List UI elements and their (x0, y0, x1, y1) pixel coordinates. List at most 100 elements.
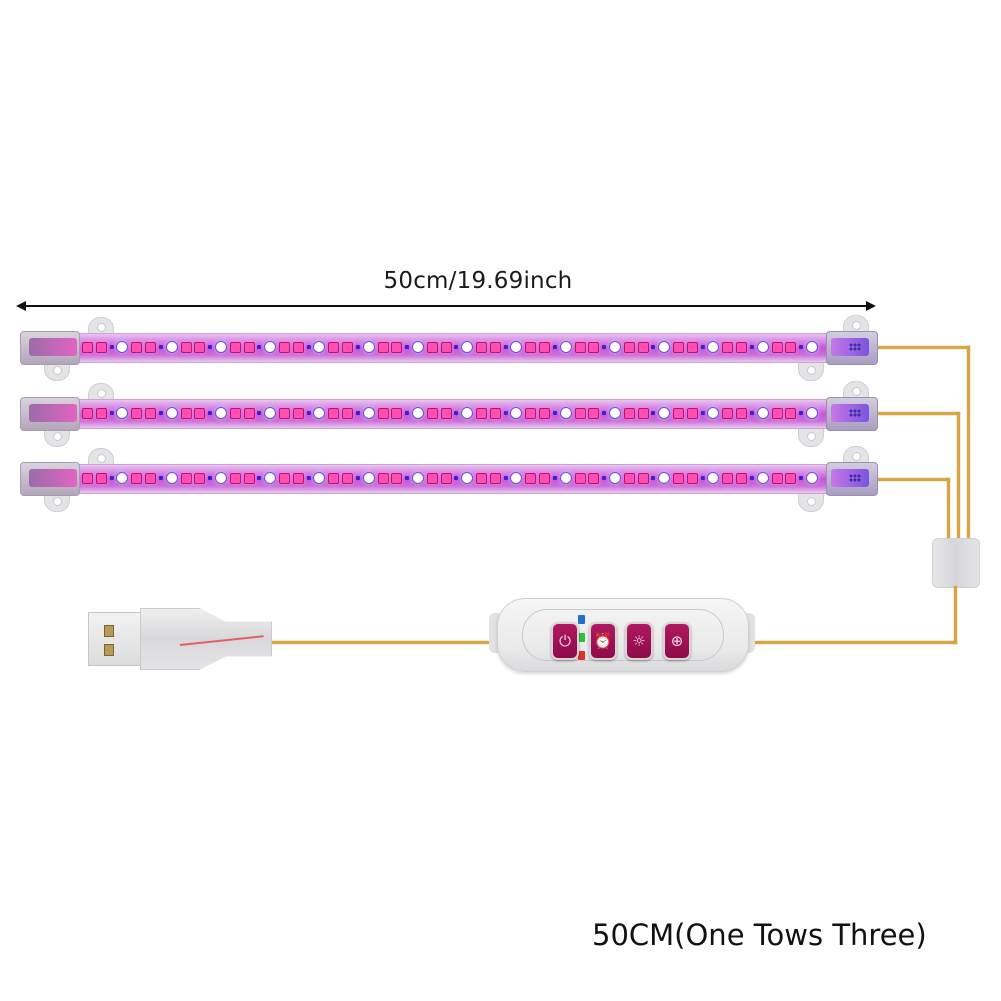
led-chip (785, 407, 797, 419)
led-chip (440, 407, 452, 419)
led-chip (623, 407, 635, 419)
led-chip (771, 407, 783, 419)
led-chip (411, 341, 424, 353)
led-chip (602, 345, 607, 349)
led-chip (328, 341, 340, 353)
led-chip (194, 341, 206, 353)
wire-junction-down (954, 586, 957, 644)
led-chip (749, 411, 754, 415)
led-chip (552, 345, 557, 349)
led-chip (405, 476, 410, 480)
led-chip (539, 407, 551, 419)
end-cap-left (20, 397, 80, 431)
led-chip (461, 407, 474, 419)
led-chip (525, 407, 537, 419)
led-chip (214, 407, 227, 419)
led-row (82, 471, 818, 485)
led-chip (131, 472, 143, 484)
led-chip (602, 476, 607, 480)
mounting-tab (798, 359, 824, 381)
led-chip (602, 411, 607, 415)
led-row (82, 340, 818, 354)
led-chip (116, 341, 129, 353)
led-chip (559, 472, 572, 484)
led-chip (510, 472, 523, 484)
led-chip (608, 407, 621, 419)
led-chip (180, 407, 192, 419)
wire-to-controller (747, 641, 957, 644)
led-chip (165, 472, 178, 484)
led-chip (95, 341, 107, 353)
strip-3 (20, 462, 878, 496)
led-chip (799, 345, 804, 349)
mode-button[interactable]: ⊕ (663, 622, 691, 660)
led-chip (539, 472, 551, 484)
wire-strip-2-h (878, 412, 960, 415)
led-chip (362, 472, 375, 484)
led-chip (637, 407, 649, 419)
led-chip (673, 407, 684, 419)
led-chip (476, 407, 487, 419)
led-chip (279, 472, 290, 484)
led-chip (116, 407, 129, 419)
led-chip (131, 407, 143, 419)
led-chip (313, 407, 326, 419)
led-chip (461, 472, 474, 484)
controller-button-panel (522, 609, 724, 661)
led-chip (229, 407, 241, 419)
led-chip (700, 345, 705, 349)
led-chip (208, 411, 213, 415)
timer-button[interactable]: ⏰ (589, 622, 617, 660)
led-chip (257, 476, 262, 480)
power-button[interactable]: ⏻ (551, 622, 579, 660)
led-chip (362, 407, 375, 419)
wire-strip-1-v (967, 346, 970, 540)
led-chip (180, 341, 192, 353)
led-chip (510, 341, 523, 353)
arrow-left-icon (16, 301, 26, 311)
dim-button[interactable]: ☼ (625, 622, 653, 660)
led-chip (574, 341, 586, 353)
dimension-label: 50cm/19.69inch (383, 268, 573, 294)
end-cap-right (826, 397, 878, 431)
led-chip (257, 345, 262, 349)
led-chip (503, 345, 508, 349)
led-chip (510, 407, 523, 419)
led-chip (673, 472, 684, 484)
led-chip (756, 407, 769, 419)
led-chip (658, 407, 671, 419)
led-chip (391, 472, 403, 484)
led-chip (377, 341, 389, 353)
led-chip (313, 472, 326, 484)
led-chip (771, 472, 783, 484)
led-chip (426, 341, 438, 353)
led-chip (700, 411, 705, 415)
led-chip (785, 341, 797, 353)
led-chip (82, 472, 93, 484)
end-cap-left (20, 331, 80, 365)
light-mode-icon: ⊕ (670, 632, 684, 650)
dim-brightness-icon: ☼ (632, 632, 646, 650)
led-chip (116, 472, 129, 484)
blue-indicator (578, 615, 585, 624)
led-chip (658, 341, 671, 353)
led-chip (243, 472, 255, 484)
led-chip (355, 411, 360, 415)
led-chip (736, 407, 748, 419)
led-chip (264, 407, 277, 419)
led-chip (454, 345, 459, 349)
red-indicator (578, 651, 585, 660)
led-chip (707, 341, 720, 353)
led-chip (574, 407, 586, 419)
led-chip (552, 411, 557, 415)
led-chip (109, 411, 114, 415)
led-chip (559, 407, 572, 419)
led-chip (292, 341, 304, 353)
led-chip (756, 341, 769, 353)
led-chip (214, 472, 227, 484)
led-row (82, 406, 818, 420)
led-chip (503, 476, 508, 480)
led-chip (503, 411, 508, 415)
power-icon: ⏻ (559, 632, 571, 650)
led-chip (405, 411, 410, 415)
